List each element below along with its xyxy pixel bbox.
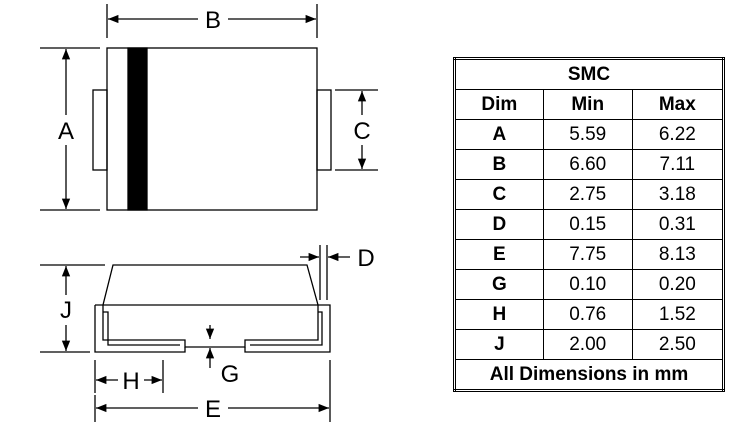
cell-dim: J xyxy=(454,329,544,360)
header-dim: Dim xyxy=(454,89,544,120)
cell-max: 7.11 xyxy=(631,149,725,180)
cell-max: 8.13 xyxy=(631,239,725,270)
cell-max: 6.22 xyxy=(631,119,725,150)
cathode-band xyxy=(127,47,148,211)
cell-dim: G xyxy=(454,269,544,300)
dim-label-j: J xyxy=(60,297,72,324)
cell-min: 0.76 xyxy=(542,299,633,330)
cell-dim: E xyxy=(454,239,544,270)
cell-min: 2.75 xyxy=(542,179,633,210)
cell-max: 2.50 xyxy=(631,329,725,360)
cell-max: 0.20 xyxy=(631,269,725,300)
dim-label-g: G xyxy=(221,361,240,388)
header-min: Min xyxy=(542,89,633,120)
cell-min: 0.10 xyxy=(542,269,633,300)
cell-dim: C xyxy=(454,179,544,210)
table-title: SMC xyxy=(454,58,724,90)
cell-min: 0.15 xyxy=(542,209,633,240)
cell-dim: D xyxy=(454,209,544,240)
side-view xyxy=(94,264,331,353)
header-max: Max xyxy=(631,89,725,120)
dim-label-b: B xyxy=(205,7,221,34)
dim-label-h: H xyxy=(122,368,139,395)
cell-dim: A xyxy=(454,119,544,150)
top-view xyxy=(92,47,332,211)
cell-max: 0.31 xyxy=(631,209,725,240)
cell-max: 3.18 xyxy=(631,179,725,210)
table-footer: All Dimensions in mm xyxy=(454,359,724,391)
dim-label-c: C xyxy=(353,118,370,145)
cell-min: 5.59 xyxy=(542,119,633,150)
cell-min: 2.00 xyxy=(542,329,633,360)
cell-max: 1.52 xyxy=(631,299,725,330)
cell-dim: H xyxy=(454,299,544,330)
cell-min: 7.75 xyxy=(542,239,633,270)
dim-label-a: A xyxy=(58,118,74,145)
cell-min: 6.60 xyxy=(542,149,633,180)
cell-dim: B xyxy=(454,149,544,180)
dim-label-e: E xyxy=(205,396,221,423)
dim-label-d: D xyxy=(357,245,374,272)
